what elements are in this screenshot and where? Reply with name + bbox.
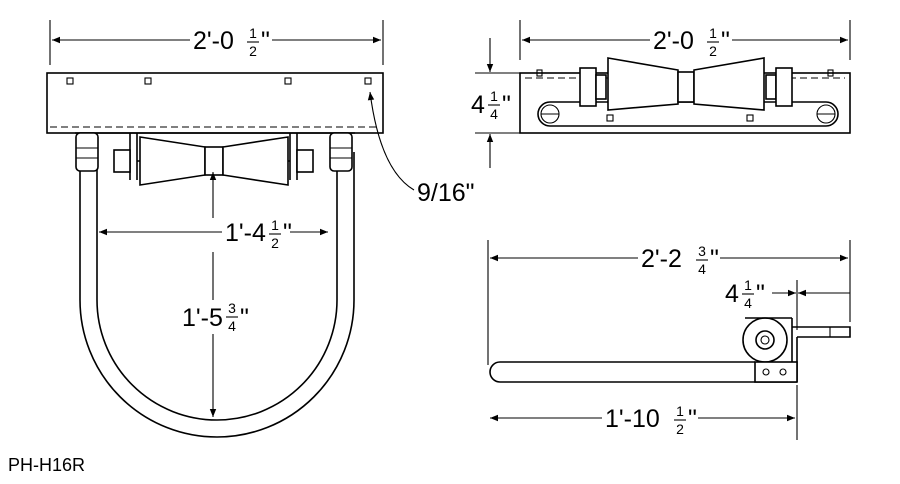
front-inner-width-whole: 1'-4 bbox=[225, 219, 266, 247]
top-view: 2'-0 1 2 " bbox=[471, 20, 851, 168]
top-width-unit: " bbox=[721, 27, 730, 55]
side-offset-dimension: 4 1 4 " bbox=[725, 277, 850, 330]
top-height-whole: 4 bbox=[471, 91, 485, 119]
front-depth-unit: " bbox=[240, 304, 249, 332]
part-number-label: PH-H16R bbox=[8, 455, 85, 475]
front-width-unit: " bbox=[261, 27, 270, 55]
front-depth-whole: 1'-5 bbox=[182, 304, 223, 332]
front-inner-width-dimension: 1'-4 1 2 " bbox=[99, 217, 328, 251]
front-width-whole: 2'-0 bbox=[193, 27, 234, 55]
svg-text:2'-0: 2'-0 bbox=[193, 27, 234, 55]
front-depth-num: 3 bbox=[228, 300, 236, 316]
side-arm-dimension: 1'-10 1 2 " bbox=[490, 385, 798, 440]
hole-callout: 9/16" bbox=[367, 91, 475, 207]
top-width-dimension: 2'-0 1 2 " bbox=[519, 20, 851, 60]
u-hoop bbox=[79, 152, 355, 438]
side-view: 2'-2 3 4 " 4 1 4 " bbox=[487, 240, 851, 440]
side-offset-unit: " bbox=[756, 280, 765, 308]
side-arm-den: 2 bbox=[676, 421, 684, 437]
side-arm-num: 1 bbox=[676, 403, 684, 419]
front-depth-dimension: 1'-5 3 4 " bbox=[182, 172, 249, 417]
front-width-den: 2 bbox=[249, 43, 257, 59]
side-arm-unit: " bbox=[688, 405, 697, 433]
side-offset-den: 4 bbox=[744, 295, 752, 311]
mounting-plate bbox=[46, 72, 384, 134]
side-offset-whole: 4 bbox=[725, 280, 739, 308]
top-height-den: 4 bbox=[490, 106, 498, 122]
top-height-unit: " bbox=[502, 91, 511, 119]
front-width-num: 1 bbox=[249, 25, 257, 41]
top-roller bbox=[579, 57, 793, 111]
front-depth-den: 4 bbox=[228, 318, 236, 334]
side-arm bbox=[489, 361, 798, 383]
side-overall-unit: " bbox=[710, 245, 719, 273]
keel-roller bbox=[113, 136, 314, 186]
top-width-den: 2 bbox=[709, 43, 717, 59]
front-inner-width-unit: " bbox=[283, 219, 292, 247]
top-width-num: 1 bbox=[709, 25, 717, 41]
front-inner-width-num: 1 bbox=[271, 217, 279, 233]
front-width-dimension: 2'-0 1 2 " bbox=[49, 20, 384, 65]
top-height-num: 1 bbox=[490, 88, 498, 104]
side-overall-den: 4 bbox=[698, 261, 706, 277]
front-view: 2'-0 1 2 " bbox=[46, 20, 475, 438]
side-overall-whole: 2'-2 bbox=[641, 245, 682, 273]
side-offset-num: 1 bbox=[744, 277, 752, 293]
side-overall-dimension: 2'-2 3 4 " bbox=[487, 240, 851, 365]
hole-size-label: 9/16" bbox=[417, 179, 475, 207]
top-height-dimension: 4 1 4 " bbox=[471, 38, 520, 168]
side-overall-num: 3 bbox=[698, 243, 706, 259]
side-arm-whole: 1'-10 bbox=[605, 405, 660, 433]
front-inner-width-den: 2 bbox=[271, 235, 279, 251]
top-width-whole: 2'-0 bbox=[653, 27, 694, 55]
